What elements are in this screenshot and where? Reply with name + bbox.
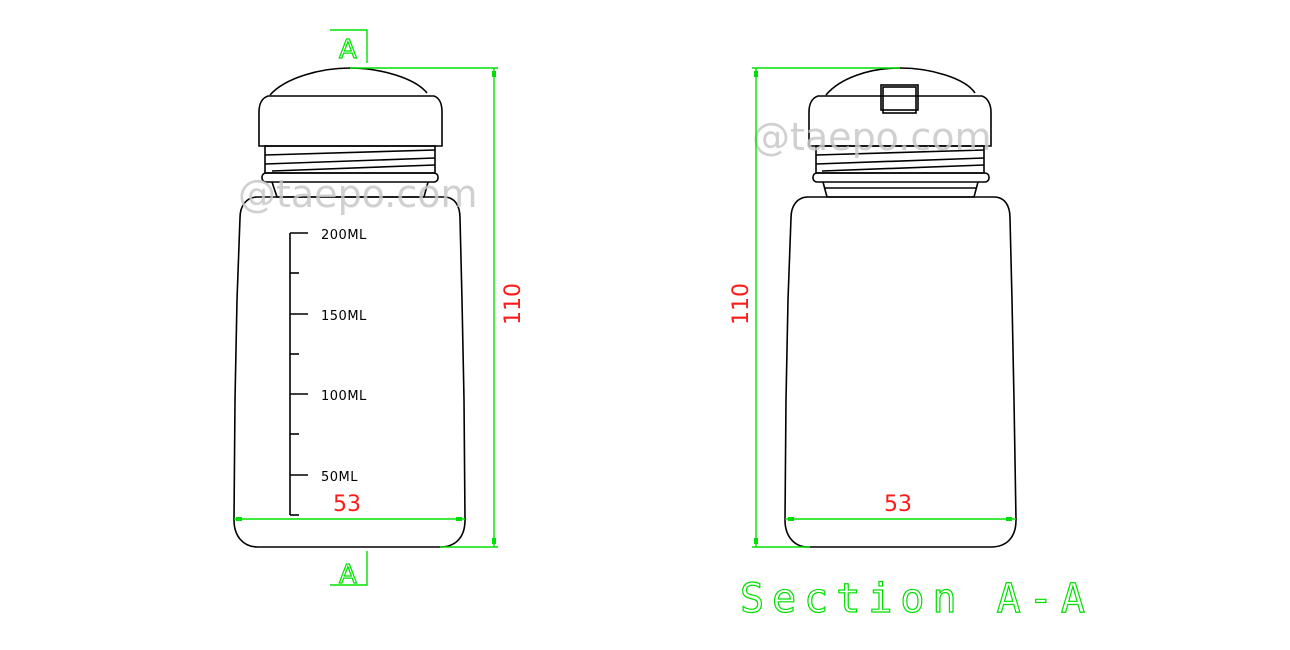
collar-ring [261, 172, 439, 183]
bottle-body [784, 196, 1017, 548]
height-value: 110 [501, 283, 526, 325]
cap-latch [882, 86, 917, 114]
scale-label-50: 50ML [321, 470, 358, 485]
cap-dome [269, 67, 428, 96]
width-value: 53 [333, 492, 361, 517]
dimension-arrow-right [456, 517, 462, 521]
scale-label-150: 150ML [321, 309, 367, 324]
cap-body [258, 95, 443, 147]
section-view: @taepo.com 53 110 Section A-A [729, 67, 1093, 623]
cap-latch-outer [880, 84, 919, 111]
watermark: @taepo.com [752, 115, 992, 159]
scale-label-100: 100ML [321, 389, 367, 404]
height-dimension: 110 [350, 67, 526, 548]
scale-label-200: 200ML [321, 228, 367, 243]
section-title: Section A-A [740, 576, 1093, 622]
volume-scale: 200ML 150ML 100ML 50ML [289, 228, 367, 516]
collar-ring [812, 172, 990, 183]
section-marker-bottom: A [330, 551, 368, 591]
width-dimension: 53 [785, 492, 1016, 521]
height-dimension: 110 [729, 67, 900, 548]
shoulder [822, 181, 979, 198]
width-dimension: 53 [234, 492, 465, 521]
section-marker-top: A [330, 29, 368, 66]
section-marker-top-label: A [339, 35, 357, 65]
width-value: 53 [884, 492, 912, 517]
cap-dome [825, 67, 976, 96]
section-marker-bottom-label: A [339, 560, 357, 590]
watermark: @taepo.com [238, 172, 478, 216]
front-view: A @taepo.com 200ML 150M [233, 29, 526, 591]
dimension-arrow-left [236, 517, 242, 521]
height-value: 110 [729, 283, 754, 325]
cap-body [808, 95, 992, 147]
